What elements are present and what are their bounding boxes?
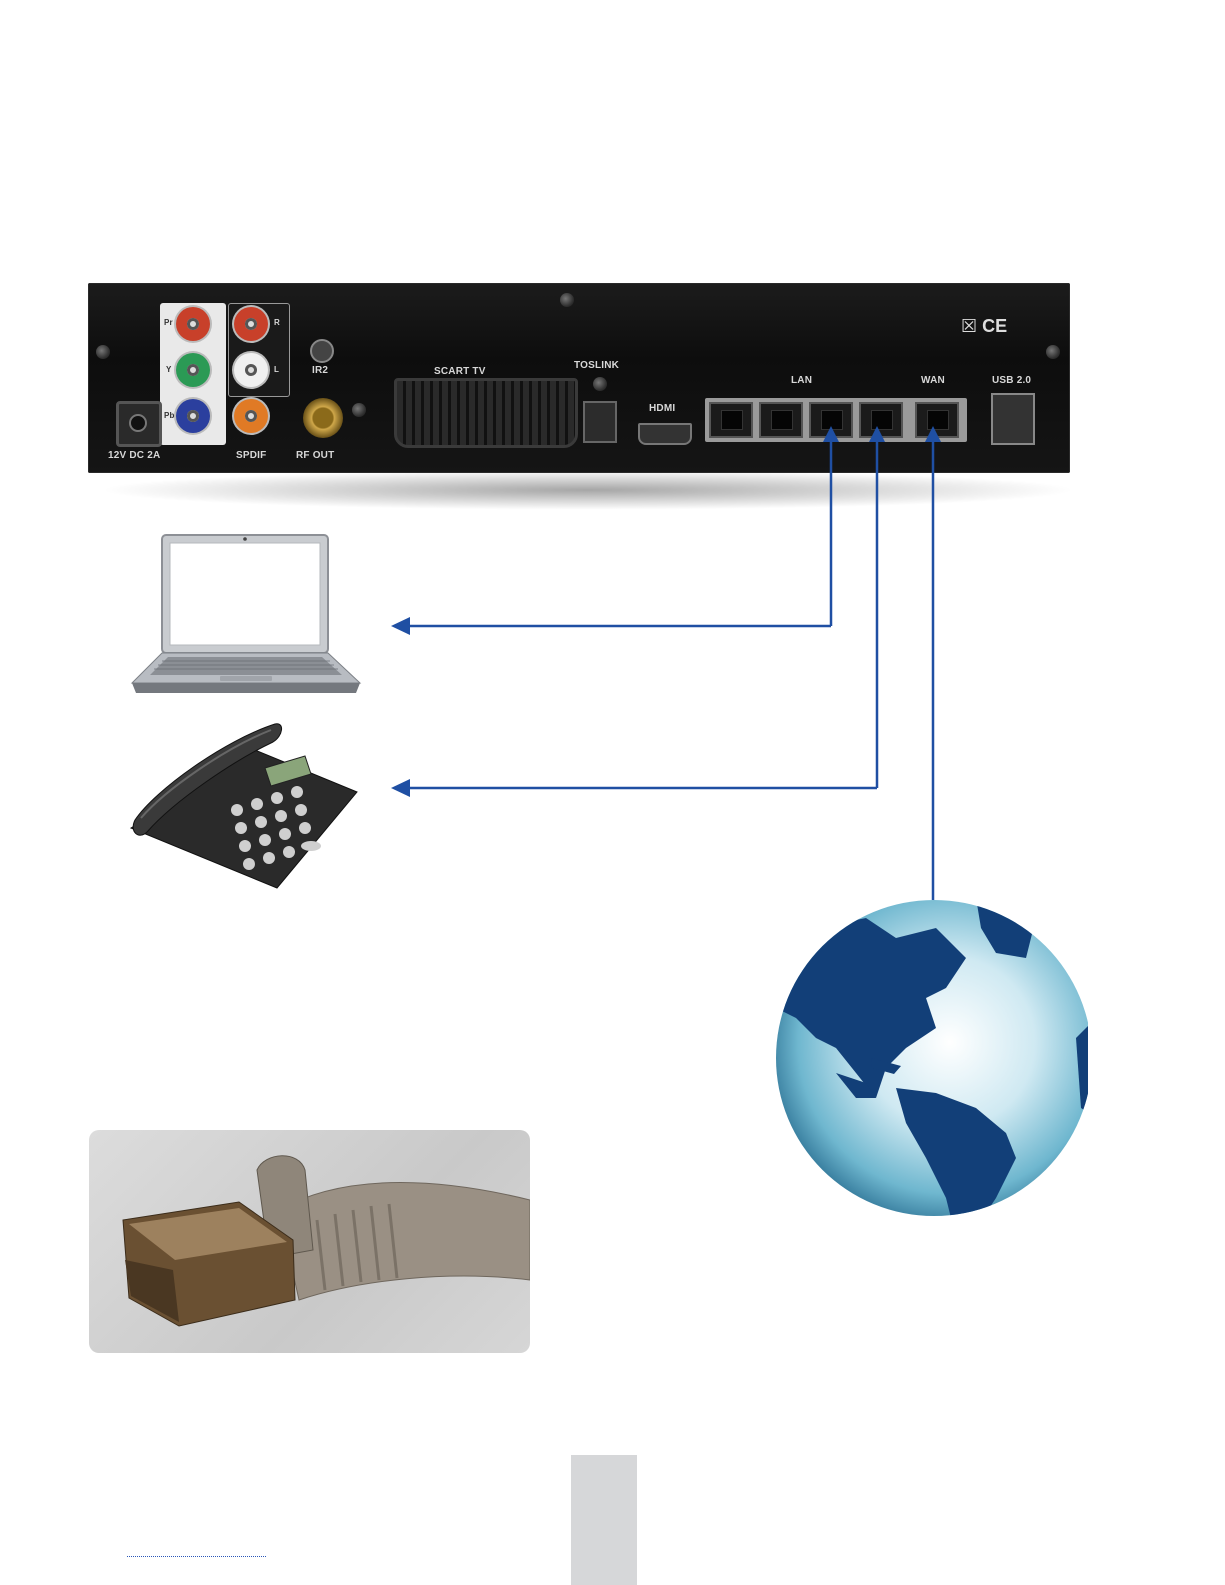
set-top-box-back-panel: Pr Y Pb R L ☒ CE 12V DC 2A SPDIF RF OUT … <box>88 283 1070 473</box>
rca-spdif-jack[interactable] <box>234 399 268 433</box>
toslink-port[interactable] <box>583 401 617 443</box>
label-scart: SCART TV <box>434 366 486 377</box>
weee-icon: ☒ <box>961 316 977 336</box>
label-hdmi: HDMI <box>649 403 675 414</box>
ethernet-cable-icon <box>89 1130 530 1353</box>
page-number-tab <box>571 1455 637 1585</box>
lan-port-4[interactable] <box>859 402 903 438</box>
scart-connector[interactable] <box>394 378 578 448</box>
label-l: L <box>274 365 279 374</box>
screw <box>1046 345 1060 359</box>
laptop-icon <box>128 533 364 696</box>
label-spdif: SPDIF <box>236 450 266 461</box>
usb-port[interactable] <box>991 393 1035 445</box>
wan-port[interactable] <box>915 402 959 438</box>
rca-pr-jack[interactable] <box>176 307 210 341</box>
phone-icon <box>125 720 365 890</box>
footer-rule <box>127 1556 266 1557</box>
screw <box>352 403 366 417</box>
label-power: 12V DC 2A <box>108 450 160 461</box>
label-rf-out: RF OUT <box>296 450 334 461</box>
label-r: R <box>274 318 280 327</box>
screw <box>593 377 607 391</box>
label-pr: Pr <box>164 318 173 327</box>
rca-audio-r-jack[interactable] <box>234 307 268 341</box>
rca-audio-l-jack[interactable] <box>234 353 268 387</box>
label-ir2: IR2 <box>312 365 328 376</box>
label-wan: WAN <box>921 375 945 386</box>
ce-label: CE <box>982 316 1007 336</box>
power-jack[interactable] <box>116 401 162 447</box>
globe-icon <box>776 898 1088 1218</box>
arrow-to-phone <box>391 779 410 797</box>
ethernet-cable-photo <box>89 1130 530 1353</box>
lan-port-1[interactable] <box>709 402 753 438</box>
ir2-jack[interactable] <box>310 339 334 363</box>
rca-y-jack[interactable] <box>176 353 210 387</box>
label-toslink: TOSLINK <box>574 360 619 371</box>
ethernet-port-block <box>705 398 967 442</box>
lan-port-3[interactable] <box>809 402 853 438</box>
label-usb: USB 2.0 <box>992 375 1031 386</box>
ce-mark: ☒ CE <box>961 316 1021 336</box>
rf-out-connector[interactable] <box>303 398 343 438</box>
lan-port-2[interactable] <box>759 402 803 438</box>
label-y: Y <box>166 365 172 374</box>
screw <box>96 345 110 359</box>
screw <box>560 293 574 307</box>
arrow-to-laptop <box>391 617 410 635</box>
label-lan: LAN <box>791 375 812 386</box>
label-pb: Pb <box>164 411 175 420</box>
hdmi-port[interactable] <box>638 423 692 445</box>
box-shadow <box>98 470 1078 510</box>
rca-pb-jack[interactable] <box>176 399 210 433</box>
